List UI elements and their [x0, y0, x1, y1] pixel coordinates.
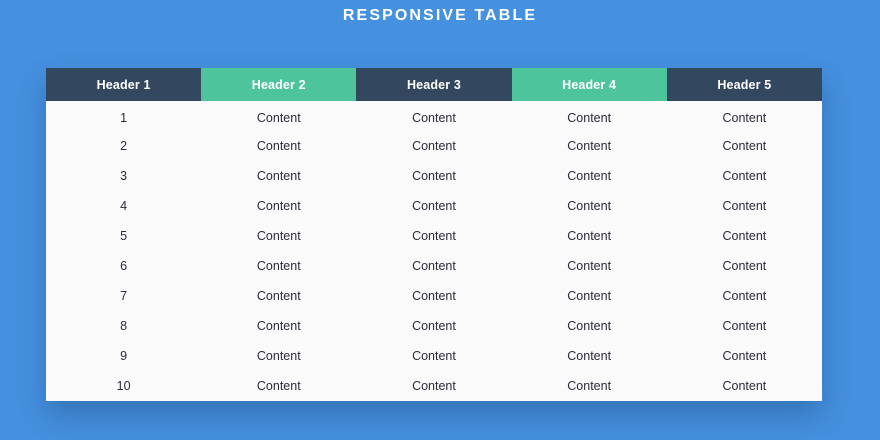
table-cell: Content [201, 251, 357, 281]
row-index-cell: 8 [46, 311, 202, 341]
table-cell: Content [511, 131, 667, 161]
table-cell: Content [666, 341, 822, 371]
table-cell: Content [356, 191, 512, 221]
table-header-cell-1[interactable]: Header 1 [46, 68, 202, 101]
table-cell: Content [666, 131, 822, 161]
table-cell: Content [666, 191, 822, 221]
table-cell: Content [666, 221, 822, 251]
table-cell: Content [511, 371, 667, 401]
table-cell: Content [201, 341, 357, 371]
table-cell: Content [356, 341, 512, 371]
table-cell: Content [666, 161, 822, 191]
table-cell: Content [201, 371, 357, 401]
table-cell: Content [666, 281, 822, 311]
table-cell: Content [201, 191, 357, 221]
table-cell: Content [666, 311, 822, 341]
table-header-cell-5[interactable]: Header 5 [666, 68, 822, 101]
row-index-cell: 7 [46, 281, 202, 311]
row-index-cell: 1 [46, 101, 202, 131]
table-cell: Content [356, 371, 512, 401]
table-header-cell-2[interactable]: Header 2 [201, 68, 357, 101]
table-cell: Content [511, 281, 667, 311]
row-index-cell: 9 [46, 341, 202, 371]
table-header-cell-3[interactable]: Header 3 [356, 68, 512, 101]
table-cell: Content [201, 281, 357, 311]
page-title: RESPONSIVE TABLE [342, 7, 538, 24]
table-cell: Content [201, 131, 357, 161]
table-cell: Content [511, 161, 667, 191]
table-cell: Content [511, 221, 667, 251]
row-index-cell: 3 [46, 161, 202, 191]
table-cell: Content [201, 101, 357, 131]
row-index-cell: 5 [46, 221, 202, 251]
table-cell: Content [356, 281, 512, 311]
row-index-cell: 6 [46, 251, 202, 281]
table-cell: Content [201, 161, 357, 191]
table-cell: Content [356, 161, 512, 191]
table-cell: Content [511, 311, 667, 341]
table-cell: Content [356, 131, 512, 161]
row-index-cell: 10 [46, 371, 202, 401]
table-cell: Content [666, 251, 822, 281]
table-cell: Content [356, 101, 512, 131]
table-cell: Content [511, 191, 667, 221]
table-header-cell-4[interactable]: Header 4 [511, 68, 667, 101]
table-cell: Content [511, 251, 667, 281]
row-index-cell: 2 [46, 131, 202, 161]
table-cell: Content [666, 371, 822, 401]
table-cell: Content [511, 341, 667, 371]
table-cell: Content [666, 101, 822, 131]
row-index-cell: 4 [46, 191, 202, 221]
table-cell: Content [356, 311, 512, 341]
table-cell: Content [511, 101, 667, 131]
table-cell: Content [201, 221, 357, 251]
table-cell: Content [201, 311, 357, 341]
table-cell: Content [356, 251, 512, 281]
table-cell: Content [356, 221, 512, 251]
